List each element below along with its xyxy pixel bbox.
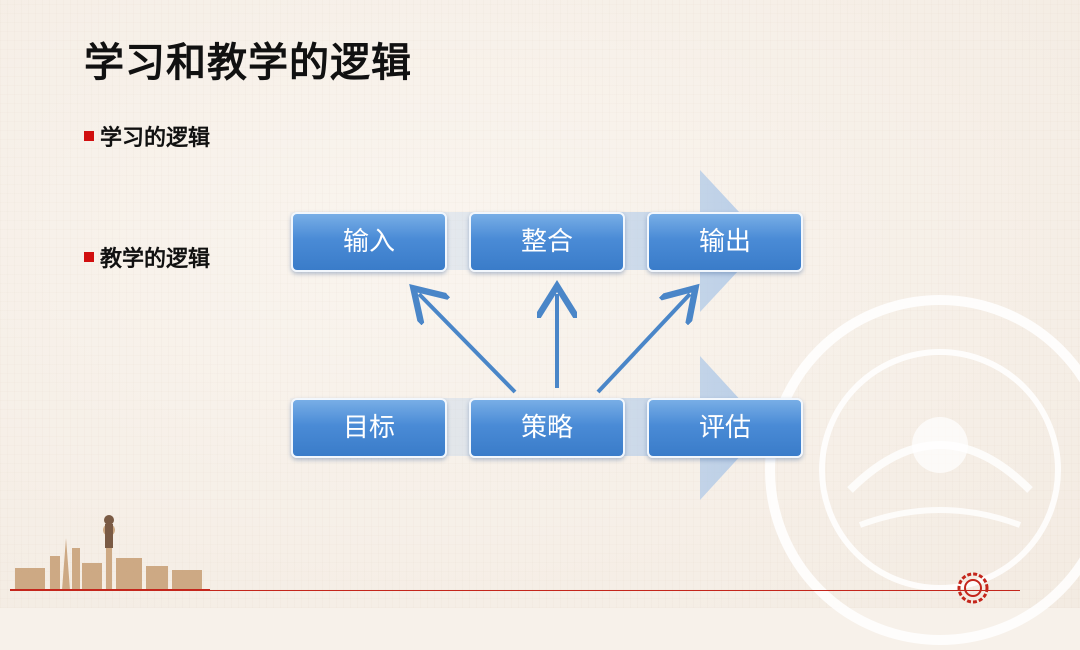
box-integrate: 整合	[469, 212, 625, 272]
box-assessment: 评估	[647, 398, 803, 458]
bullet-learning-logic: 学习的逻辑	[84, 120, 210, 152]
bullet-teaching-logic: 教学的逻辑	[84, 241, 210, 273]
arrow-to-output	[596, 294, 690, 394]
box-input: 输入	[291, 212, 447, 272]
bullet-label: 教学的逻辑	[100, 247, 211, 272]
bullet-square-icon	[84, 252, 94, 262]
box-strategy: 策略	[469, 398, 625, 458]
box-output: 输出	[647, 212, 803, 272]
slide-title: 学习和教学的逻辑	[84, 40, 412, 86]
arrow-to-input	[419, 294, 517, 394]
footer-divider	[210, 590, 1020, 591]
university-logo-icon	[957, 572, 989, 604]
box-goal: 目标	[291, 398, 447, 458]
city-skyline-illustration	[10, 515, 210, 591]
bullet-square-icon	[84, 131, 94, 141]
bullet-label: 学习的逻辑	[100, 126, 211, 151]
